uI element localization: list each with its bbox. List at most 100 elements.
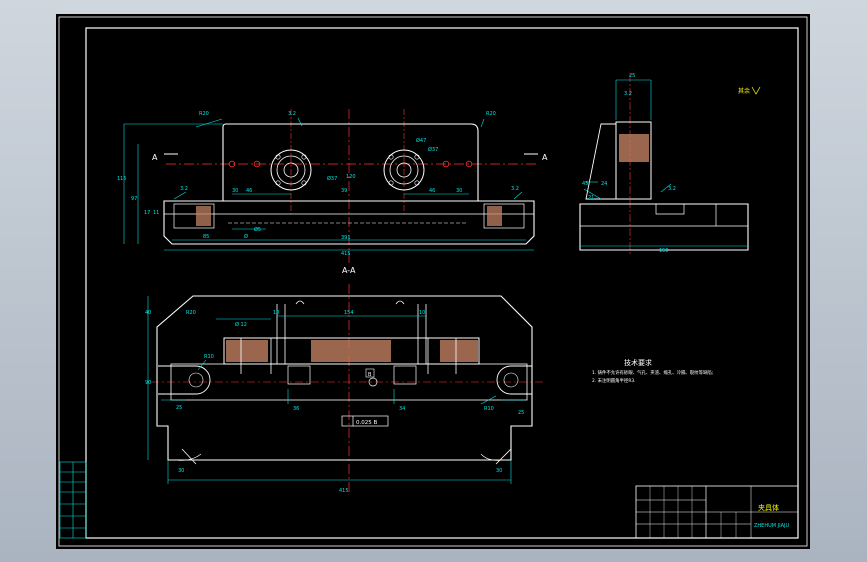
dim-front-label: 115 (117, 176, 127, 182)
dim-front-label: 391 (341, 235, 351, 241)
dim-front-label: 46 (429, 188, 435, 194)
dim-section-label: 415 (339, 488, 349, 494)
front-view[interactable]: A A R20 R20 3.2 Ø37 Ø47 Ø37 115 120 97 (117, 109, 548, 264)
roughness-symbol-icon (751, 86, 761, 95)
dim-side-label: 21 (588, 195, 594, 201)
section-fillets (173, 453, 505, 461)
boss-left (270, 149, 312, 191)
drawing-canvas[interactable]: A A R20 R20 3.2 Ø37 Ø47 Ø37 115 120 97 (56, 14, 810, 549)
section-hatch-right (440, 340, 478, 362)
section-title: A-A (342, 266, 356, 275)
drawing-sheet[interactable]: A A R20 R20 3.2 Ø37 Ø47 Ø37 115 120 97 (56, 14, 810, 549)
dim-front-label: 97 (131, 196, 137, 202)
side-dimension-lines (580, 79, 748, 247)
front-base-pocket-right (483, 203, 525, 229)
dim-front-label: 11 (153, 210, 159, 216)
side-view[interactable]: 25 3.2 45 24 21 3.2 150 其余 (579, 73, 761, 254)
side-slot-left (158, 365, 211, 395)
dim-front-label: 3.2 (288, 111, 296, 117)
dim-front-label: 120 (346, 174, 356, 180)
dim-section-label: Ø 12 (235, 321, 247, 328)
inner-border (85, 27, 799, 539)
side-hatch (619, 134, 649, 162)
front-base (163, 200, 535, 245)
dim-front-label: 3.2 (511, 186, 519, 192)
section-marker-left: A (152, 153, 178, 162)
left-stamp-table (59, 461, 87, 539)
section-bores (240, 300, 457, 374)
dim-section-label: R20 (186, 310, 196, 316)
front-dimension-lines (123, 117, 534, 251)
dim-front-label: 17 (144, 210, 150, 216)
dim-front-label: 46 (246, 188, 252, 194)
small-holes (228, 160, 473, 168)
dim-section-label: 34 (399, 406, 405, 412)
side-slot-right (496, 365, 532, 395)
side-dimension-labels: 25 3.2 45 24 21 3.2 150 (582, 73, 676, 254)
dim-front-label: 3.2 (180, 186, 188, 192)
svg-text:A: A (152, 153, 158, 162)
dim-section-label: 25 (176, 405, 182, 411)
dim-section-label: 30 (496, 468, 502, 474)
requirements-title: 技术要求 (624, 358, 652, 367)
svg-text:B: B (368, 372, 372, 378)
dim-section-label: 10 (419, 310, 425, 316)
dim-side-label: 150 (659, 248, 669, 254)
dim-front-label: Ø37 (428, 146, 438, 153)
boss-right (383, 149, 425, 191)
front-base-pocket-left (173, 203, 215, 229)
dim-front-label: Ø (244, 233, 248, 240)
section-spindle (223, 337, 480, 365)
outer-border (58, 16, 808, 547)
hatch-right (487, 206, 502, 226)
section-dimension-lines (147, 296, 526, 484)
dim-section-label: 25 (518, 410, 524, 416)
section-outline (156, 295, 533, 461)
tolerance-frame: 0.025 B (341, 415, 389, 427)
dim-section-label: 90 (145, 380, 151, 386)
dim-section-label: 154 (344, 310, 354, 316)
title-block: 夹具体 ZHEHUM JIAJU (635, 485, 799, 539)
roughness-note: 其余 (738, 86, 761, 95)
dim-front-label: 85 (203, 234, 209, 240)
front-upper-plate (222, 123, 479, 202)
dim-side-label: 45 (582, 181, 588, 187)
dim-front-label: R20 (199, 111, 209, 117)
svg-text:0.025 B: 0.025 B (356, 420, 377, 426)
dim-side-label: 24 (601, 181, 607, 187)
dim-front-label: 39 (341, 188, 347, 194)
dim-front-label: 30 (456, 188, 462, 194)
dim-section-label: R10 (204, 354, 214, 360)
hatch-left (196, 206, 211, 226)
section-marker-right: A (524, 153, 548, 162)
dim-section-label: 10 (273, 310, 279, 316)
section-hatch-left (226, 340, 268, 362)
dim-front-label: R20 (486, 111, 496, 117)
side-base-detail (655, 204, 717, 226)
front-dimension-labels: R20 R20 3.2 Ø37 Ø47 Ø37 115 120 97 46 46… (117, 111, 519, 257)
section-pins (287, 365, 417, 387)
requirement-line: 2. 未注明圆角半径R3. (592, 377, 636, 384)
dim-side-label: 3.2 (624, 91, 632, 97)
dim-front-label: Ø37 (327, 175, 337, 182)
svg-text:A: A (542, 153, 548, 162)
section-view[interactable]: A-A (145, 266, 546, 494)
dim-section-label: 36 (293, 406, 299, 412)
title-drawing-no: ZHEHUM JIAJU (754, 523, 790, 529)
requirement-line: 1. 铸件不允许有砂眼、气孔、夹渣、缩孔、冷隔、裂纹等缺陷; (592, 369, 713, 376)
dim-section-label: 40 (145, 310, 151, 316)
section-chamfers (181, 448, 512, 465)
svg-text:其余: 其余 (738, 87, 750, 95)
dim-front-label: Ø5 (254, 226, 261, 233)
dim-front-label: 30 (232, 188, 238, 194)
section-dimension-labels: R20 10 Ø 12 154 10 40 R10 90 25 R10 25 3… (145, 310, 524, 494)
dim-section-label: 30 (178, 468, 184, 474)
dim-front-label: 415 (341, 251, 351, 257)
section-hatch-center (311, 340, 391, 362)
title-part-name: 夹具体 (758, 503, 779, 512)
technical-requirements: 技术要求 1. 铸件不允许有砂眼、气孔、夹渣、缩孔、冷隔、裂纹等缺陷; 2. 未… (592, 358, 713, 384)
dim-side-label: 25 (629, 73, 635, 79)
dim-section-label: R10 (484, 406, 494, 412)
side-rib (585, 123, 617, 200)
